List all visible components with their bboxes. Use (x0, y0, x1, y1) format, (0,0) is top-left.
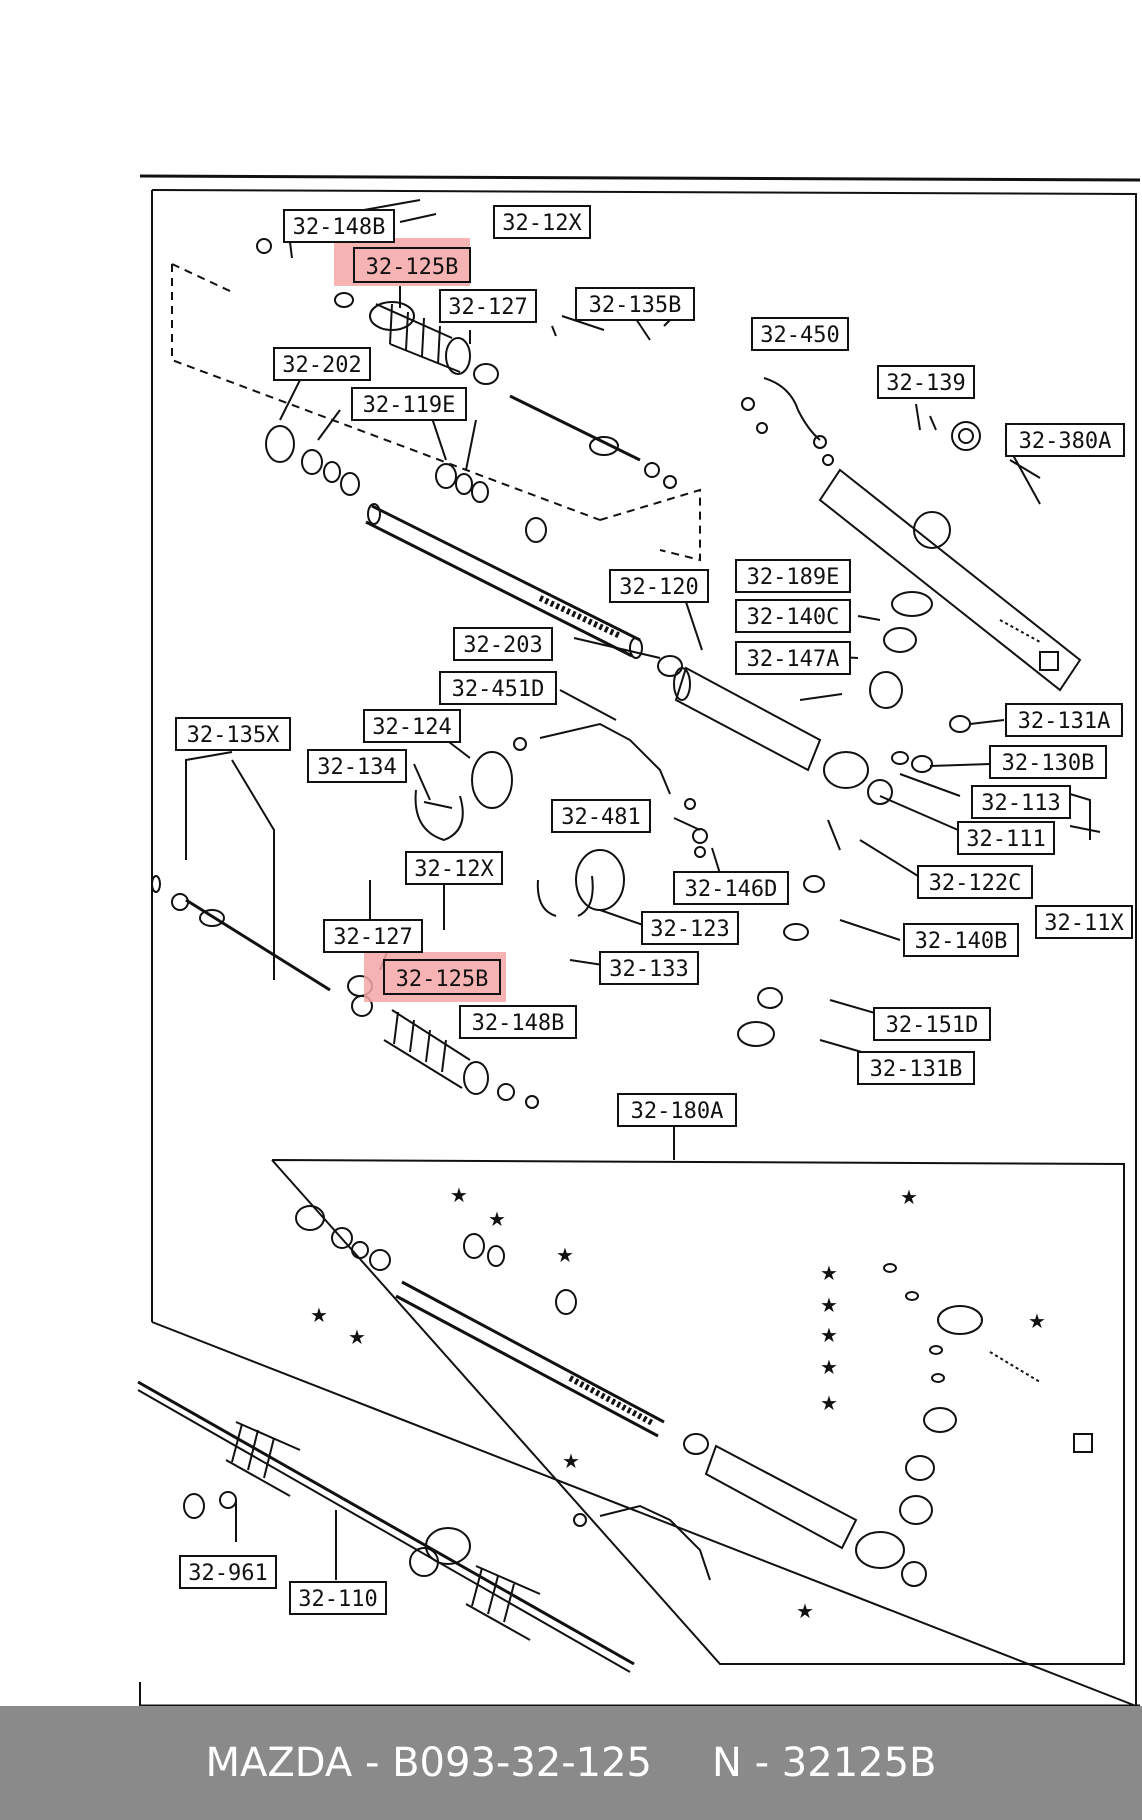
boot-lower (347, 975, 539, 1109)
label-32-151d: 32-151D (886, 1013, 979, 1038)
svg-text:★: ★ (488, 1207, 506, 1231)
label-32-133: 32-133 (609, 957, 688, 982)
label-32-130b: 32-130B (1002, 751, 1095, 776)
label-32-135b: 32-135B (589, 293, 682, 318)
svg-text:★: ★ (1028, 1309, 1046, 1333)
label-32-203: 32-203 (463, 633, 542, 658)
label-32-127-lower: 32-127 (333, 925, 412, 950)
label-32-127: 32-127 (448, 295, 527, 320)
label-32-148b: 32-148B (293, 215, 386, 240)
label-32-451d: 32-451D (452, 677, 545, 702)
label-32-189e: 32-189E (747, 565, 840, 590)
label-32-140b: 32-140B (915, 929, 1008, 954)
svg-text:★: ★ (820, 1323, 838, 1347)
svg-text:★: ★ (900, 1185, 918, 1209)
svg-text:★: ★ (556, 1243, 574, 1267)
label-32-380a: 32-380A (1019, 429, 1112, 454)
star-markers: ★ ★ ★ ★ ★ ★ ★ ★ ★ ★ ★ ★ ★ ★ (310, 1183, 1046, 1623)
label-32-148b-lower: 32-148B (472, 1011, 565, 1036)
label-32-139: 32-139 (886, 371, 965, 396)
label-32-125b-lower-highlighted: 32-125B (396, 967, 489, 992)
label-32-119e: 32-119E (363, 393, 456, 418)
part-text: MAZDA - B093-32-125 (205, 1740, 653, 1786)
label-32-12x-lower: 32-12X (414, 857, 494, 882)
svg-text:★: ★ (562, 1449, 580, 1473)
label-32-120: 32-120 (619, 575, 698, 600)
label-32-135x: 32-135X (187, 723, 280, 748)
svg-text:★: ★ (796, 1599, 814, 1623)
label-32-147a: 32-147A (747, 647, 840, 672)
label-32-134: 32-134 (317, 755, 396, 780)
label-32-11x: 32-11X (1044, 911, 1124, 936)
label-32-125b-highlighted: 32-125B (366, 255, 459, 280)
svg-text:★: ★ (820, 1261, 838, 1285)
label-32-124: 32-124 (372, 715, 451, 740)
label-32-111: 32-111 (966, 827, 1045, 852)
part-number-footer: MAZDA - B093-32-125 N - 32125B (0, 1706, 1142, 1820)
label-32-450: 32-450 (760, 323, 839, 348)
svg-text:★: ★ (820, 1355, 838, 1379)
label-32-481: 32-481 (561, 805, 640, 830)
label-32-122c: 32-122C (929, 871, 1022, 896)
number-text: N - 32125B (712, 1740, 937, 1786)
svg-text:★: ★ (450, 1183, 468, 1207)
label-32-131b: 32-131B (870, 1057, 963, 1082)
label-32-12x: 32-12X (502, 211, 582, 236)
label-32-110: 32-110 (298, 1587, 377, 1612)
label-32-123: 32-123 (650, 917, 729, 942)
label-32-961: 32-961 (188, 1561, 267, 1586)
label-32-113: 32-113 (981, 791, 1060, 816)
svg-text:★: ★ (820, 1293, 838, 1317)
label-32-180a: 32-180A (631, 1099, 724, 1124)
boot-upper (369, 301, 471, 375)
svg-text:★: ★ (348, 1325, 366, 1349)
label-32-202: 32-202 (282, 353, 361, 378)
label-32-131a: 32-131A (1018, 709, 1111, 734)
svg-text:★: ★ (310, 1303, 328, 1327)
label-32-140c: 32-140C (747, 605, 840, 630)
svg-text:★: ★ (820, 1391, 838, 1415)
label-32-146d: 32-146D (685, 877, 778, 902)
